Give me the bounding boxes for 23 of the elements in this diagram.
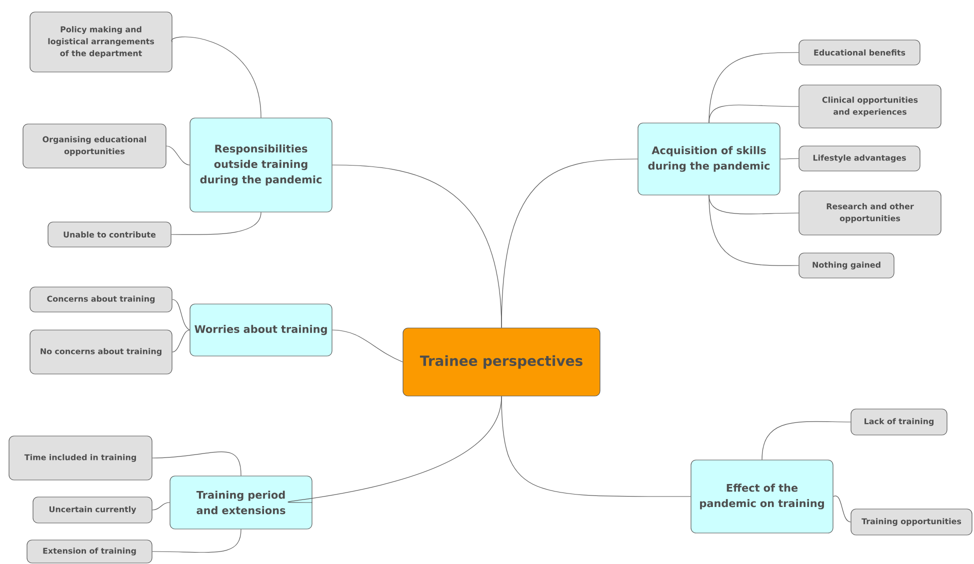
connector [152,452,242,476]
connector [708,195,799,266]
connector [708,52,799,123]
connector [172,330,190,352]
topic-box: Worries about training [190,304,332,356]
connector [780,158,799,160]
connector [166,146,190,166]
connector [708,104,799,123]
topic-box: Responsibilities outside training during the pandemic [190,118,332,212]
connector [332,330,403,362]
connector [501,158,638,328]
connector [501,396,691,497]
topic-box: Effect of the pandemic on training [690,460,834,534]
connector [152,502,170,510]
connector [152,529,242,553]
connector [172,299,190,330]
connector [833,496,851,522]
topic-box: Training period and extensions [170,476,312,530]
topic-box: Acquisition of skills during the pandemic [638,122,780,196]
connector [172,36,262,118]
central-topic-box: Trainee perspectives [402,328,600,396]
connector [762,421,851,460]
connector [171,212,262,235]
